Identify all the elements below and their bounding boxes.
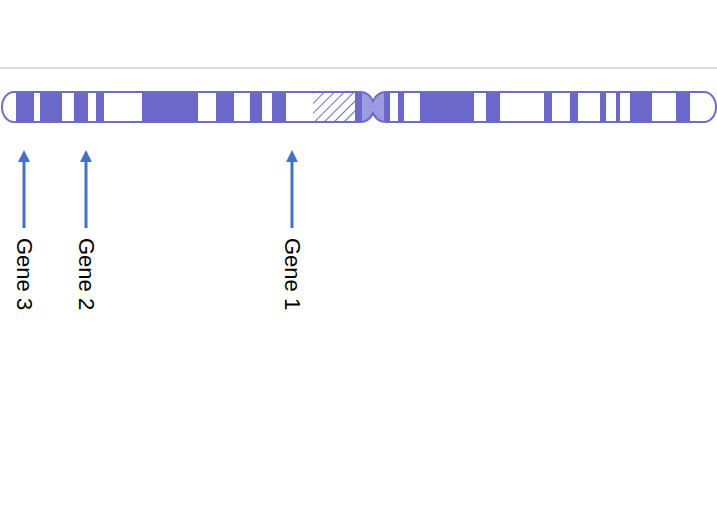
chromosome-band bbox=[420, 90, 474, 124]
chromosome-band bbox=[570, 90, 578, 124]
chromosome-outline bbox=[2, 92, 716, 122]
chromosome-band bbox=[272, 90, 286, 124]
chromosome-band bbox=[600, 90, 606, 124]
chromosome-band bbox=[630, 90, 652, 124]
centromere bbox=[360, 90, 386, 124]
chromosome-band bbox=[142, 90, 198, 124]
divider-line bbox=[0, 68, 717, 69]
chromosome-band bbox=[398, 90, 404, 124]
gene-label: Gene 2 bbox=[73, 238, 99, 310]
chromosome-band bbox=[74, 90, 88, 124]
chromosome-band bbox=[250, 90, 262, 124]
chromosome-band bbox=[384, 90, 390, 124]
pointer-arrow bbox=[23, 156, 26, 228]
chromosome-band bbox=[216, 90, 234, 124]
chromosome-band bbox=[16, 90, 34, 124]
chromosome-band bbox=[544, 90, 552, 124]
chromosome-bands bbox=[0, 90, 717, 124]
chromosome-band bbox=[40, 90, 62, 124]
gene-label: Gene 1 bbox=[279, 238, 305, 310]
chromosome-band bbox=[96, 90, 104, 124]
gene-label: Gene 3 bbox=[11, 238, 37, 310]
heterochromatin-hatch bbox=[313, 90, 355, 124]
chromosome-band bbox=[616, 90, 620, 124]
chromosome-band bbox=[486, 90, 500, 124]
chromosome-band bbox=[355, 90, 362, 124]
chromosome-band bbox=[676, 90, 690, 124]
pointer-arrow bbox=[291, 156, 294, 228]
pointer-arrow bbox=[85, 156, 88, 228]
